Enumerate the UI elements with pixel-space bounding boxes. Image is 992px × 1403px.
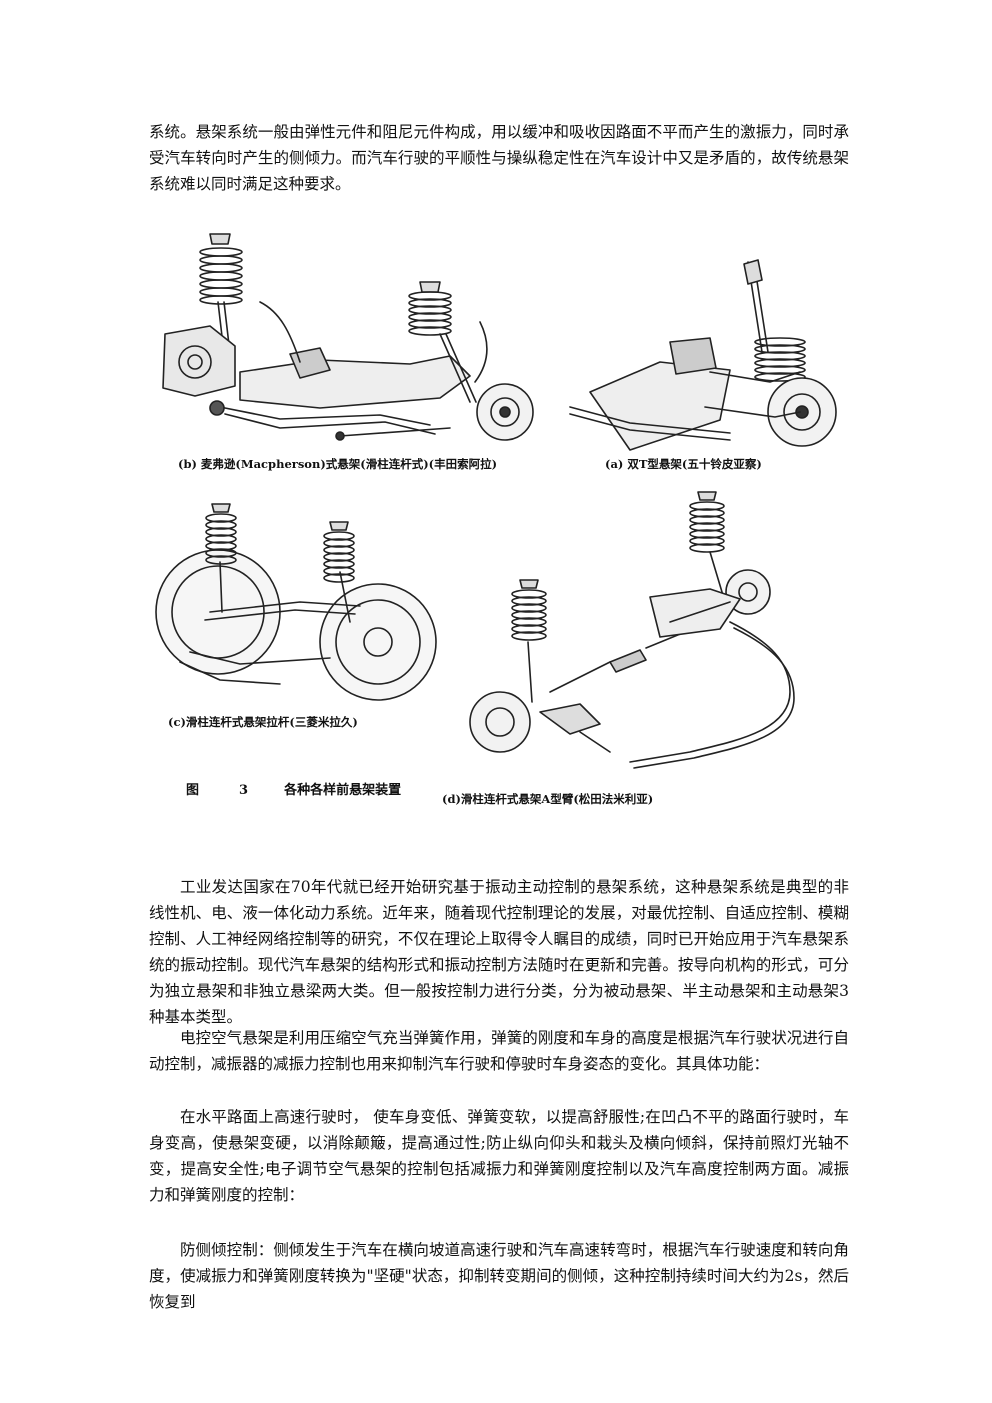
spring-coil [199,279,243,289]
strut-tension-rod-drawing [155,503,437,701]
spring-coil [408,319,452,329]
paragraph-intro: 系统。悬架系统一般由弹性元件和阻尼元件构成，用以缓冲和吸收因路面不平而产生的激振… [149,123,849,193]
spring-coil [408,298,452,308]
suspension-illustrations [155,233,837,769]
spring-coil [689,515,725,525]
spring-coil [511,617,547,627]
spring-coil [754,344,806,354]
spring-coil [205,541,237,551]
spring-coil [323,545,355,555]
suspension-figure: (b) 麦弗逊(Macpherson)式悬架(滑柱连杆式)(丰田索阿拉) (a)… [150,222,850,812]
spring-coil [205,527,237,537]
spring-coil [754,337,806,347]
spring-coil [199,263,243,273]
spring-coil [689,501,725,511]
spring-coil [408,305,452,315]
caption-d: (d)滑柱连杆式悬架A型臂(松田法米利亚) [442,792,654,806]
spring-coil [754,358,806,368]
spring-coil [754,372,806,382]
caption-c: (c)滑柱连杆式悬架拉杆(三菱米拉久) [168,715,358,729]
spring-coil [205,555,237,565]
caption-b: (b) 麦弗逊(Macpherson)式悬架(滑柱连杆式)(丰田索阿拉) [178,457,498,471]
spring-coil [511,596,547,606]
figure-label: 图 3 各种各样前悬架装置 [186,779,401,798]
spring-coil [323,559,355,569]
spring-coil [199,247,243,257]
spring-coil [511,603,547,613]
spring-coil [689,522,725,532]
spring-coil [199,295,243,305]
spring-coil [205,513,237,523]
paragraph-anti-roll: 防侧倾控制：侧倾发生于汽车在横向坡道高速行驶和汽车高速转弯时，根据汽车行驶速度和… [149,1241,849,1311]
spring-coil [754,365,806,375]
spring-coil [511,610,547,620]
spring-coil [754,351,806,361]
spring-coil [689,536,725,546]
spring-coil [408,312,452,322]
spring-coil [205,548,237,558]
spring-coil [205,520,237,530]
spring-coil [689,508,725,518]
spring-coil [689,529,725,539]
paragraph-functions: 在水平路面上高速行驶时， 使车身变低、弹簧变软，以提高舒服性;在凹凸不平的路面行… [149,1108,849,1204]
spring-coil [199,287,243,297]
spring-coil [323,566,355,576]
macpherson-strut-drawing [162,233,534,441]
spring-coil [689,543,725,553]
figure-label-title: 各种各样前悬架装置 [284,783,402,798]
spring-coil [408,291,452,301]
spring-coil [323,538,355,548]
spring-coil [323,552,355,562]
spring-coil [323,531,355,541]
spring-coil [511,589,547,599]
figure-label-prefix: 图 [186,783,200,798]
spring-coil [199,255,243,265]
spring-coil [511,624,547,634]
paragraph-air-suspension: 电控空气悬架是利用压缩空气充当弹簧作用，弹簧的刚度和车身的高度是根据汽车行驶状况… [149,1029,849,1073]
spring-coil [323,573,355,583]
spring-coil [205,534,237,544]
paragraph-research: 工业发达国家在70年代就已经开始研究基于振动主动控制的悬架系统，这种悬架系统是典… [149,878,849,1026]
spring-coil [511,631,547,641]
figure-label-number: 3 [239,783,249,798]
strut-a-arm-drawing [469,491,795,769]
spring-coil [199,271,243,281]
caption-a: (a) 双T型悬架(五十铃皮亚察) [605,457,762,471]
spring-coil [408,326,452,336]
double-wishbone-drawing [569,259,837,451]
